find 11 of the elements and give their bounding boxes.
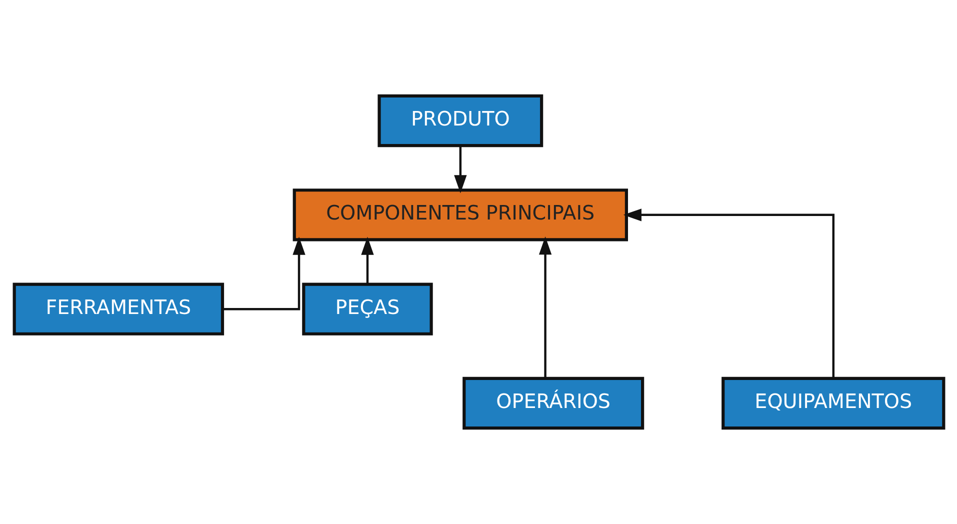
node-box: OPERÁRIOS <box>462 376 644 430</box>
node-box: PEÇAS <box>302 282 432 336</box>
node-box: PRODUTO <box>377 94 543 148</box>
arrow <box>538 236 552 378</box>
arrow <box>222 236 305 310</box>
node-box: FERRAMENTAS <box>12 282 224 336</box>
arrow <box>360 236 374 284</box>
arrow <box>622 208 834 378</box>
node-box: COMPONENTES PRINCIPAIS <box>292 188 628 242</box>
arrow <box>454 146 466 194</box>
node-box: EQUIPAMENTOS <box>721 376 945 430</box>
